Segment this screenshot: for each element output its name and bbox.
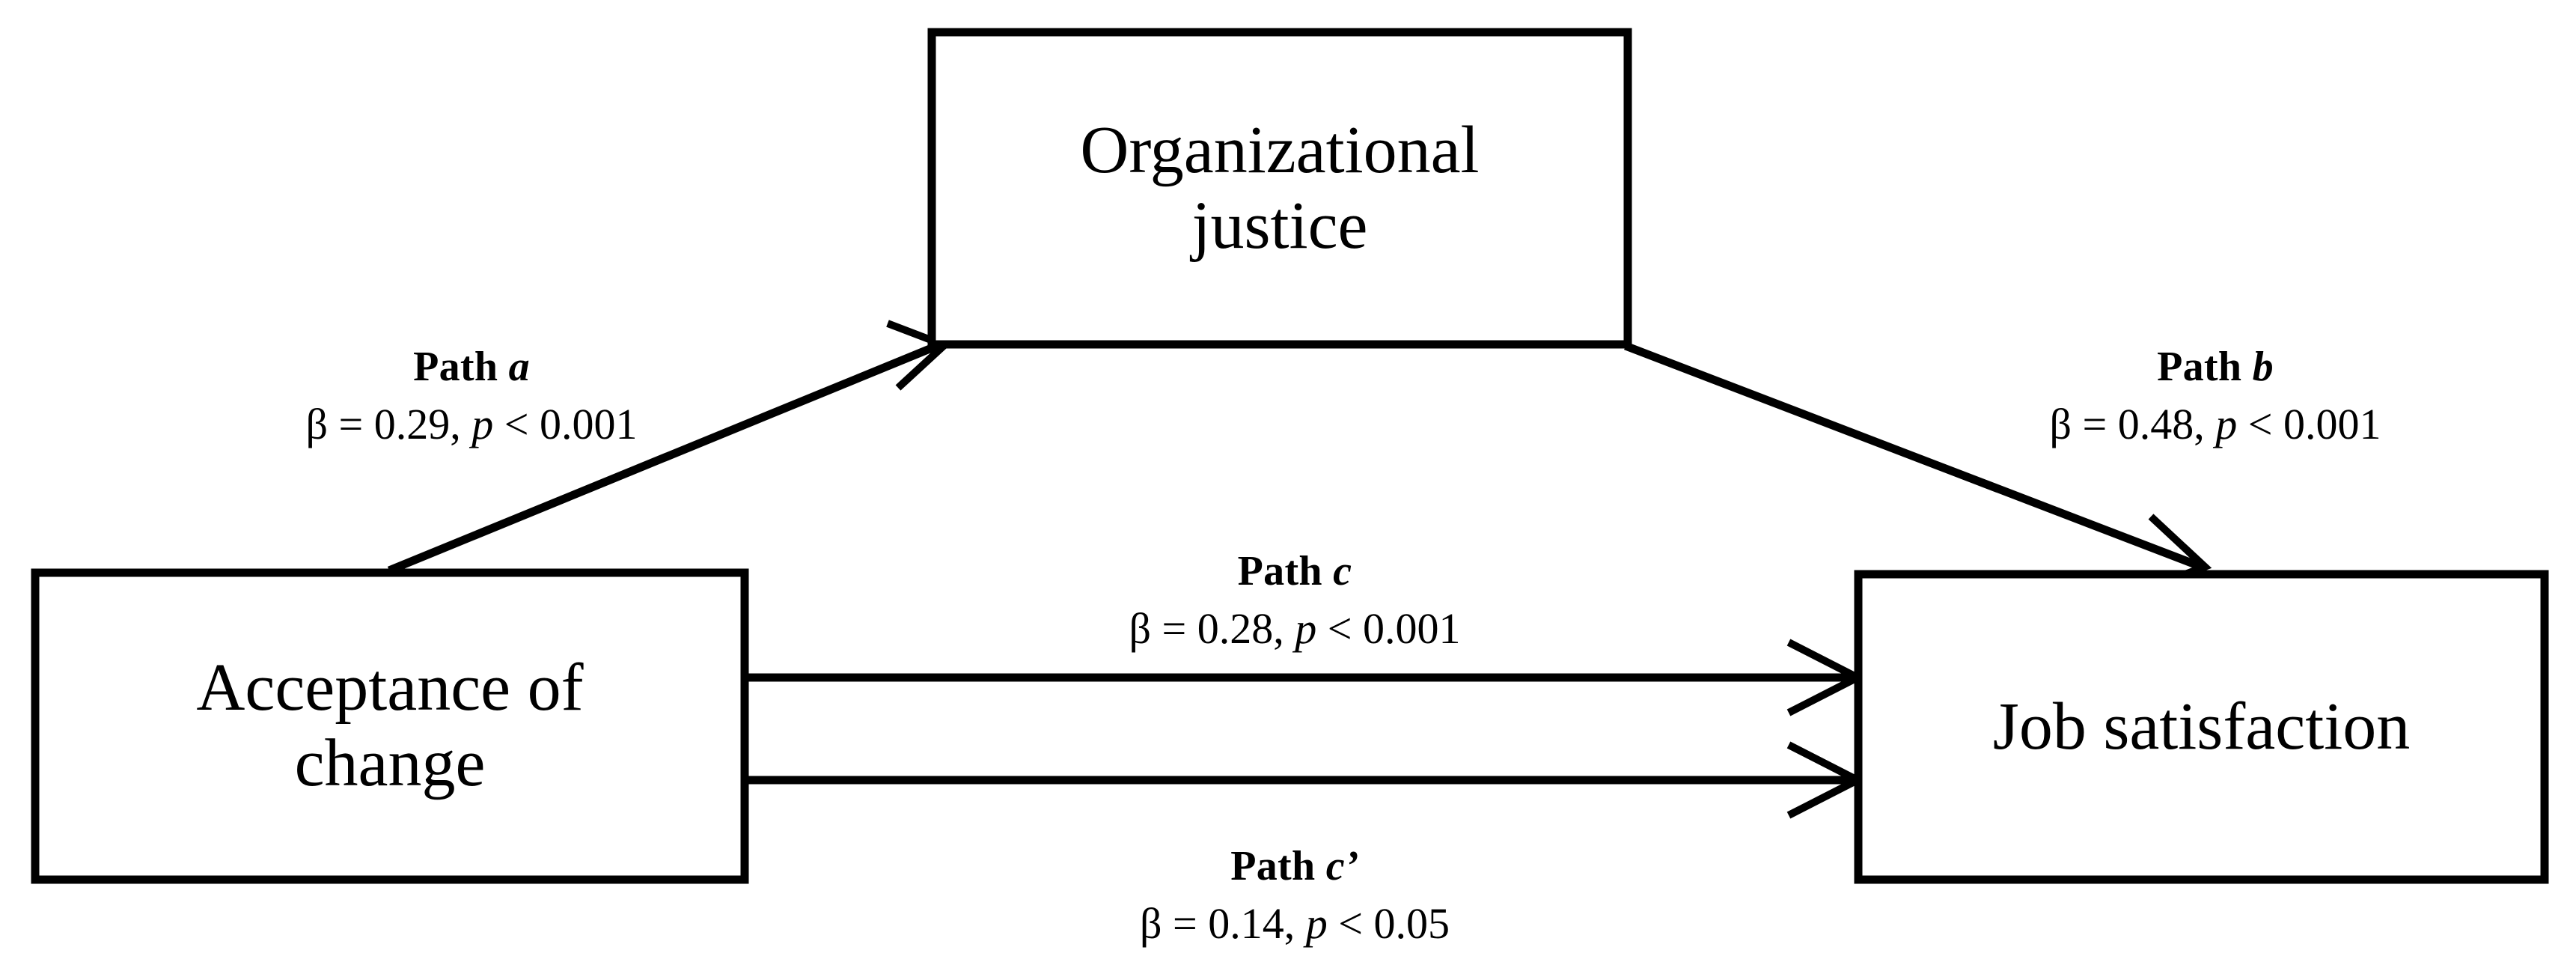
path-b-line bbox=[1624, 341, 2205, 572]
path-c-prime-p-value: < 0.05 bbox=[1327, 899, 1450, 948]
path-c-name-symbol: c bbox=[1333, 548, 1352, 594]
path-b-name: Path b bbox=[1916, 341, 2515, 393]
path-a-beta: β = 0.29, bbox=[305, 400, 472, 448]
path-c-prime-beta: β = 0.14, bbox=[1140, 899, 1306, 948]
organizational-justice-label: Organizational justice bbox=[1080, 112, 1480, 263]
path-b-name-prefix: Path bbox=[2157, 344, 2253, 390]
path-b-beta: β = 0.48, bbox=[2049, 400, 2216, 448]
path-c-name: Path c bbox=[988, 545, 1602, 597]
path-a-p-value: < 0.001 bbox=[493, 400, 638, 448]
path-c-p-value: < 0.001 bbox=[1316, 604, 1461, 653]
path-a-name: Path a bbox=[172, 341, 771, 393]
job-satisfaction-box[interactable] bbox=[1854, 570, 2549, 884]
path-c-beta: β = 0.28, bbox=[1129, 604, 1295, 653]
path-c-stats: β = 0.28, p < 0.001 bbox=[988, 602, 1602, 657]
path-c-p-variable: p bbox=[1295, 604, 1317, 653]
path-a-p-variable: p bbox=[471, 400, 494, 448]
path-a-annotation: Path a β = 0.29, p < 0.001 bbox=[172, 341, 771, 452]
path-c-prime-stats: β = 0.14, p < 0.05 bbox=[988, 897, 1602, 952]
path-a-name-prefix: Path bbox=[413, 344, 509, 390]
path-b-annotation: Path b β = 0.48, p < 0.001 bbox=[1916, 341, 2515, 452]
path-b-p-value: < 0.001 bbox=[2237, 400, 2381, 448]
path-a-line bbox=[387, 341, 939, 575]
path-a-name-symbol: a bbox=[508, 344, 530, 390]
path-b-stats: β = 0.48, p < 0.001 bbox=[1916, 398, 2515, 452]
path-c-prime-p-variable: p bbox=[1305, 899, 1328, 948]
path-a-stats: β = 0.29, p < 0.001 bbox=[172, 398, 771, 452]
path-c-prime-name-symbol: c’ bbox=[1325, 843, 1359, 889]
path-c-prime-name-prefix: Path bbox=[1230, 843, 1326, 889]
path-c-prime-annotation: Path c’ β = 0.14, p < 0.05 bbox=[988, 840, 1602, 952]
path-b-name-symbol: b bbox=[2252, 344, 2274, 390]
path-c-prime-name: Path c’ bbox=[988, 840, 1602, 892]
organizational-justice-box[interactable] bbox=[927, 28, 1632, 349]
acceptance-of-change-label: Acceptance of change bbox=[196, 651, 584, 800]
acceptance-of-change-box[interactable] bbox=[31, 568, 749, 884]
job-satisfaction-label: Job satisfaction bbox=[1992, 689, 2411, 764]
path-c-name-prefix: Path bbox=[1237, 548, 1334, 594]
path-c-annotation: Path c β = 0.28, p < 0.001 bbox=[988, 545, 1602, 657]
path-b-p-variable: p bbox=[2215, 400, 2238, 448]
